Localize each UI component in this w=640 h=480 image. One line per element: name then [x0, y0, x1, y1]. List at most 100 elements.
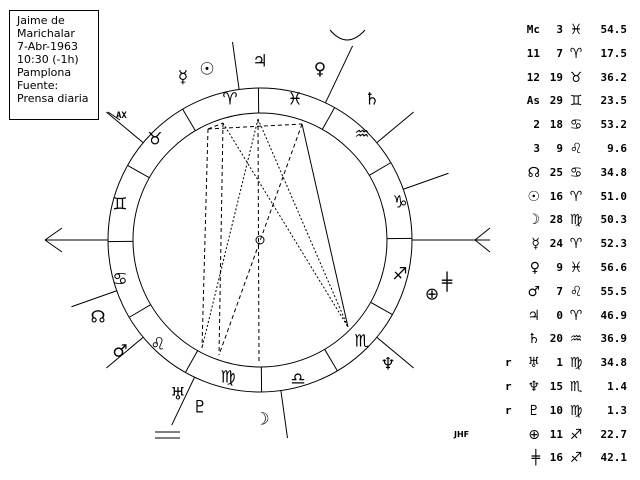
aspect-line: [201, 118, 259, 349]
table-row: ♂ 7 ♌ 55.5: [505, 282, 635, 302]
planet-uranus-icon: ♅: [170, 384, 186, 405]
aspect-line: [301, 123, 349, 328]
row-minutes: 55.5: [600, 284, 628, 298]
ax-label: AX: [116, 111, 127, 121]
row-sign-icon: ♐: [569, 426, 583, 443]
aspect-line: [222, 122, 349, 328]
row-sign-icon: ♒: [569, 331, 583, 348]
table-row: r♇10♍1.3: [505, 401, 635, 421]
sign-divider: [324, 349, 338, 372]
center-mark: [255, 235, 265, 245]
row-degree: 9: [556, 261, 563, 274]
planet-moon-icon: ☽: [254, 409, 270, 430]
sign-leo-icon: ♌: [150, 334, 166, 355]
row-sign-icon: ♈: [569, 188, 583, 205]
row-degree: 15: [549, 380, 563, 393]
aspect-line: [257, 118, 260, 364]
planet-mercury-icon: ☿: [177, 67, 189, 88]
table-row: ☿24♈52.3: [505, 234, 635, 254]
planet-saturn-icon: ♄: [364, 89, 380, 110]
table-row: ♀9♓56.6: [505, 258, 635, 278]
row-label: ☽: [527, 212, 540, 229]
house-cusp-line: [171, 376, 196, 426]
row-sign-icon: ♏: [569, 379, 583, 395]
table-row: ☉16♈51.0: [505, 187, 635, 207]
table-row: r♆15♏1.4: [505, 377, 635, 397]
row-sign-icon: ♌: [569, 283, 583, 300]
aspect-line: [257, 118, 349, 328]
table-row: r♅1♍34.8: [505, 353, 635, 373]
ax-pointer: [107, 111, 121, 121]
row-label: 2: [533, 118, 540, 132]
info-place: Pamplona: [17, 66, 72, 79]
row-degree: 29: [549, 94, 563, 108]
planet-jupiter-icon: ♃: [252, 51, 268, 72]
row-minutes: 36.2: [600, 70, 628, 84]
row-degree: 7: [556, 284, 563, 298]
planet-venus-icon: ♀: [313, 59, 327, 80]
sign-pisces-icon: ♓: [287, 89, 303, 110]
row-label: ♄: [527, 331, 540, 348]
aspect-lines: [201, 118, 349, 364]
row-sign-icon: ♊: [569, 93, 583, 110]
row-degree: 19: [549, 70, 563, 84]
house-cusp-line: [376, 111, 414, 144]
part-of-fortune-icon: ⊕: [424, 284, 440, 305]
row-sign-icon: ♋: [569, 164, 583, 181]
planet-mars-icon: ♂: [112, 341, 128, 362]
house-cusp-line: [106, 111, 144, 144]
vertex-icon: ╪: [441, 272, 453, 293]
north-node-icon: ☊: [90, 307, 106, 328]
row-label: ♀: [529, 260, 540, 276]
sign-aries-icon: ♈: [222, 89, 238, 110]
info-source-label: Fuente:: [17, 79, 59, 92]
row-sign-icon: ♉: [569, 69, 583, 86]
row-label: ♆: [527, 379, 540, 395]
row-label: ☊: [527, 164, 540, 181]
sign-cancer-icon: ♋: [112, 269, 128, 290]
row-degree: 16: [549, 189, 563, 203]
sign-sagittarius-icon: ♐: [392, 264, 408, 285]
row-degree: 25: [549, 165, 563, 179]
table-row: ♄ 20 ♒ 36.9: [505, 329, 635, 349]
row-sign-icon: ♍: [569, 402, 583, 419]
sign-gemini-icon: ♊: [112, 194, 128, 215]
row-degree: 11: [549, 427, 563, 441]
row-degree: 18: [549, 118, 563, 132]
row-minutes: 17.5: [600, 46, 628, 60]
sign-divider: [184, 350, 199, 373]
row-minutes: 52.3: [600, 237, 628, 251]
planet-pluto-icon: ♇: [192, 397, 208, 418]
house-cusp-line: [376, 336, 414, 369]
row-label: As: [526, 94, 540, 108]
sign-aquarius-icon: ♒: [354, 124, 370, 145]
row-minutes: 36.9: [600, 332, 628, 346]
sign-libra-icon: ♎: [290, 369, 306, 390]
table-row: ♃0♈46.9: [505, 306, 635, 326]
row-degree: 0: [556, 308, 563, 322]
info-date: 7-Abr-1963: [17, 40, 79, 53]
inner-circle: [132, 112, 388, 368]
row-label: 3: [533, 142, 540, 155]
row-degree: 28: [549, 213, 563, 227]
row-sign-icon: ♍: [569, 355, 583, 372]
row-label: ♂: [527, 283, 540, 300]
row-label: Mc: [526, 23, 540, 36]
table-row: ☽28♍50.3: [505, 210, 635, 230]
row-degree: 9: [556, 142, 563, 155]
sign-scorpio-icon: ♏: [354, 331, 370, 352]
aspect-line: [207, 122, 224, 130]
row-minutes: 53.2: [600, 118, 628, 132]
sign-divider: [182, 108, 196, 131]
row-label: ☿: [531, 236, 540, 253]
row-label: ♃: [527, 307, 540, 324]
sign-divider: [127, 164, 150, 179]
row-degree: 20: [549, 332, 563, 346]
row-minutes: 1.4: [607, 380, 627, 393]
